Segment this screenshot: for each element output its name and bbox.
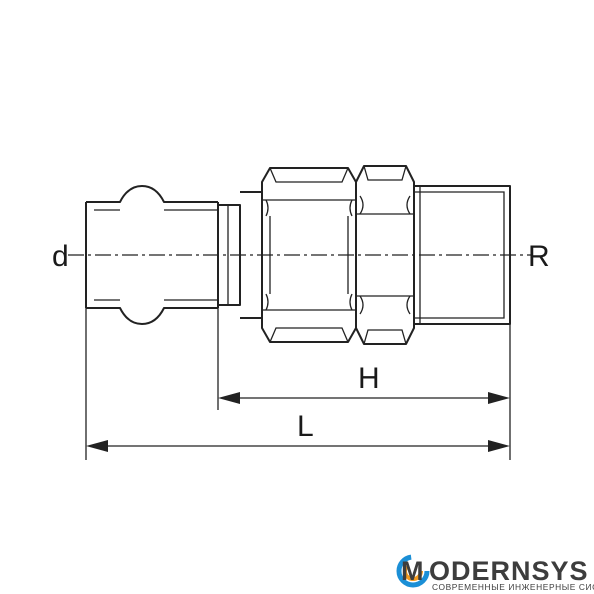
body-hex [355,165,415,345]
logo-brand-name: ODERNSYS [429,556,589,586]
logo-brand-letter: M [401,556,425,586]
logo-ring-outer-icon [396,554,430,588]
label-l: L [297,410,314,443]
dimension-h [217,308,511,460]
label-r: R [528,240,550,273]
pipe-sleeve [85,185,219,325]
label-d: d [52,240,69,273]
logo-ring-inner-icon [403,561,423,581]
label-h: H [358,362,380,395]
modernsys-logo: M ODERNSYS СОВРЕМЕННЫЕ ИНЖЕНЕРНЫЕ СИСТЕМ… [396,554,594,592]
dimension-l [85,308,510,460]
logo-tagline: СОВРЕМЕННЫЕ ИНЖЕНЕРНЫЕ СИСТЕМЫ [432,582,594,592]
